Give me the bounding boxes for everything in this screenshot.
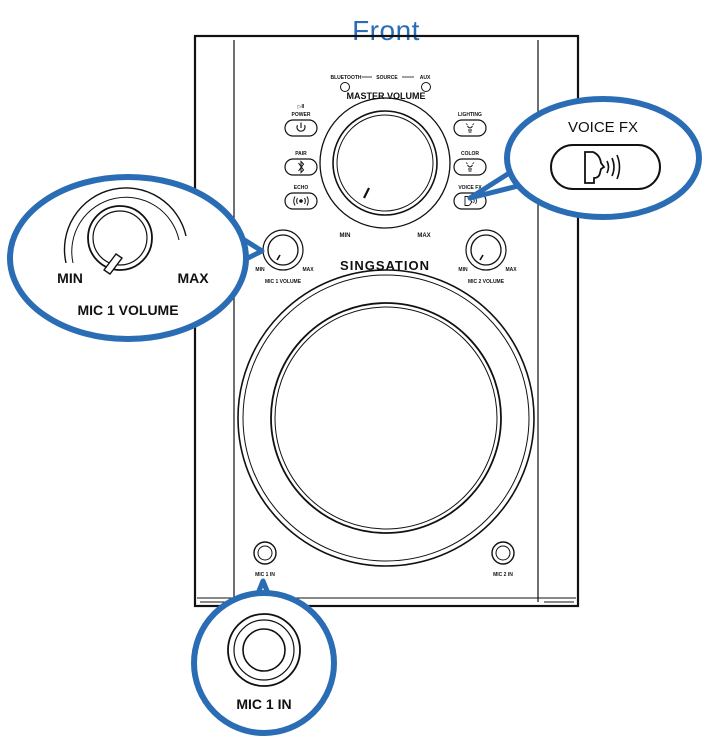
woofer-cone-inner <box>274 306 498 530</box>
master-max-label: MAX <box>417 233 430 239</box>
mic2-knob-pointer <box>479 254 484 261</box>
voice-fx-callout-button <box>550 144 661 190</box>
power-icon <box>296 122 306 132</box>
aux-led <box>421 82 431 92</box>
mic1-in-callout-jack-outer <box>227 613 301 687</box>
brand-label: SINGSATION <box>340 258 430 273</box>
mic1-callout-knob-pointer <box>102 253 124 275</box>
master-knob-inner <box>336 114 434 212</box>
echo-label: ECHO <box>294 185 309 191</box>
pair-label: PAIR <box>295 151 307 157</box>
mic1-volume-label: MIC 1 VOLUME <box>265 279 302 285</box>
bluetooth-led <box>340 82 350 92</box>
woofer-cone <box>270 302 502 534</box>
mic2-knob-ring <box>465 229 507 271</box>
mic2-max-label: MAX <box>505 267 517 273</box>
voice-fx-callout-pointer <box>467 167 519 201</box>
mic1-in-callout-jack-middle <box>233 619 295 681</box>
color-button[interactable] <box>453 158 487 176</box>
master-min-label: MIN <box>340 233 351 239</box>
mic2-volume-label: MIC 2 VOLUME <box>468 279 505 285</box>
voice-fx-callout-title: VOICE FX <box>568 119 638 136</box>
power-button[interactable] <box>284 119 318 137</box>
voice-fx-button[interactable] <box>453 192 487 210</box>
voice-fx-icon <box>584 151 621 184</box>
page-title: Front <box>352 15 420 46</box>
color-label: COLOR <box>461 151 479 157</box>
mic2-min-label: MIN <box>458 267 468 273</box>
woofer-outer-ring-inner <box>242 274 530 562</box>
mic1-callout-title: MIC 1 VOLUME <box>77 302 178 318</box>
mic1-jack[interactable]: MIC 1 IN <box>253 541 277 578</box>
woofer <box>237 269 535 567</box>
mic2-volume-knob[interactable]: MIN MAX MIC 2 VOLUME <box>458 229 517 285</box>
mic2-jack-label: MIC 2 IN <box>493 572 513 578</box>
voice-fx-callout-bubble <box>504 96 702 220</box>
mic2-jack-outer <box>491 541 515 565</box>
master-knob-body <box>332 110 438 216</box>
voice-fx-callout: VOICE FX <box>467 96 702 220</box>
woofer-outer-ring <box>237 269 535 567</box>
mic1-jack-inner <box>257 545 273 561</box>
bluetooth-icon <box>298 160 305 174</box>
master-volume-knob[interactable]: MASTER VOLUME MIN MAX <box>319 91 451 239</box>
mic1-callout-knob-body <box>87 205 153 271</box>
right-button-column: LIGHTING COLOR VOICE FX <box>453 112 487 210</box>
cabinet-outline <box>193 34 580 608</box>
mic1-jack-label: MIC 1 IN <box>255 572 275 578</box>
left-button-column: ▷II POWER PAIR ECHO <box>284 104 318 210</box>
mic1-callout-knob-inner <box>92 210 148 266</box>
mic1-jack-outer <box>253 541 277 565</box>
mic1-min-label: MIN <box>255 267 265 273</box>
pair-button[interactable] <box>284 158 318 176</box>
mic1-max-label: MAX <box>302 267 314 273</box>
mic1-knob-body <box>267 234 299 266</box>
mic1-in-callout-bubble <box>191 590 337 736</box>
mic1-in-callout-jack-hole <box>242 628 286 672</box>
source-bluetooth-label: BLUETOOTH <box>330 75 361 81</box>
play-pause-label: ▷II <box>298 104 305 110</box>
mic1-in-callout: MIC 1 IN <box>191 578 337 736</box>
power-label: POWER <box>292 112 311 118</box>
mic1-volume-callout-bubble <box>7 174 249 342</box>
mic1-in-callout-title: MIC 1 IN <box>236 696 291 712</box>
mic1-callout-min-label: MIN <box>57 270 83 286</box>
source-label: SOURCE <box>376 75 398 81</box>
source-selector: BLUETOOTH SOURCE AUX <box>330 75 431 92</box>
mic1-volume-knob[interactable]: MIN MAX MIC 1 VOLUME <box>255 229 314 285</box>
mic1-knob-pointer <box>276 254 281 261</box>
mic1-callout-max-label: MAX <box>177 270 209 286</box>
master-knob-pointer <box>363 187 370 199</box>
lighting-button[interactable] <box>453 119 487 137</box>
speaker-cabinet <box>193 34 580 608</box>
voice-fx-label: VOICE FX <box>458 185 482 191</box>
echo-button[interactable] <box>284 192 318 210</box>
lighting-label: LIGHTING <box>458 112 482 118</box>
bulb-icon <box>465 123 475 133</box>
mic1-callout-scale-inner <box>71 196 180 264</box>
master-knob-outer-ring <box>319 97 451 229</box>
source-aux-label: AUX <box>420 75 431 81</box>
mic1-volume-callout: MIN MAX MIC 1 VOLUME <box>7 174 265 342</box>
mic2-knob-body <box>470 234 502 266</box>
mic1-knob-ring <box>262 229 304 271</box>
bulb-icon <box>465 162 475 172</box>
echo-icon <box>293 196 309 206</box>
mic2-jack-inner <box>495 545 511 561</box>
master-volume-label: MASTER VOLUME <box>346 91 425 101</box>
mic1-callout-scale-outer <box>63 187 187 264</box>
mic2-jack[interactable]: MIC 2 IN <box>491 541 515 578</box>
